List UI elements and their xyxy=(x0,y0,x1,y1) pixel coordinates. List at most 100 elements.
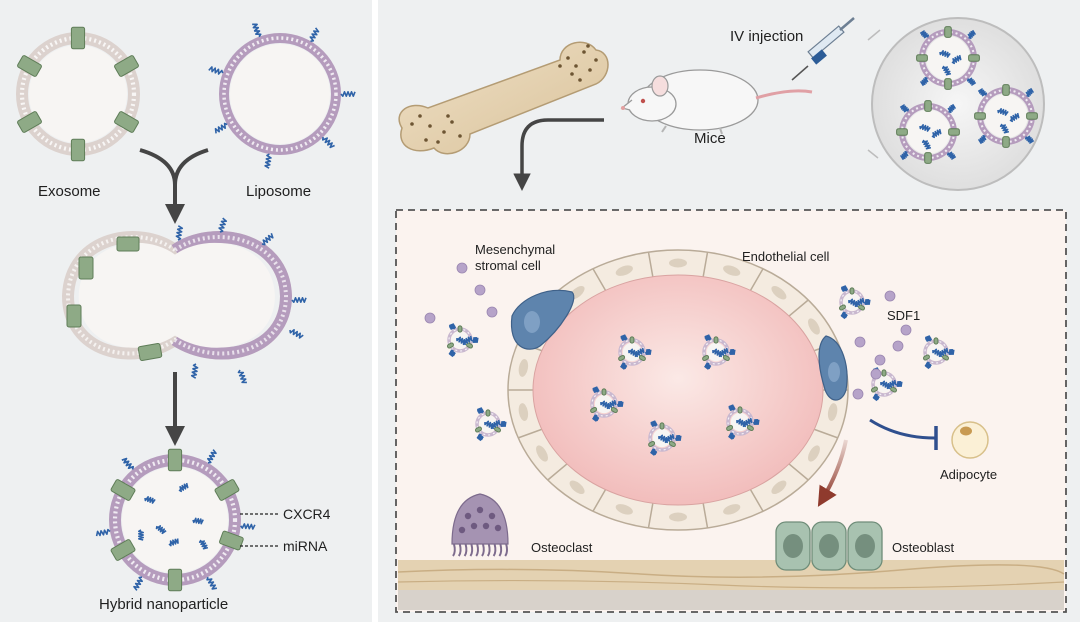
mirna-strand xyxy=(155,525,167,535)
cell-junction xyxy=(787,299,809,318)
sdf1-dot xyxy=(424,312,436,324)
mesenchymal-stromal-cell-left xyxy=(510,289,575,350)
ruffled-border xyxy=(492,543,497,557)
marrow-dot xyxy=(418,114,422,118)
fusing-membrane-icon xyxy=(61,217,307,384)
osteoclast-nucleus xyxy=(494,524,502,532)
cxcr4-protein xyxy=(114,55,139,77)
mirna-strand xyxy=(664,433,675,444)
mirna-strand xyxy=(948,349,955,355)
mirna-strand xyxy=(924,361,932,370)
cell-junction xyxy=(592,488,607,512)
mirna-strand xyxy=(864,299,871,305)
cxcr4-protein xyxy=(17,55,42,77)
cell-junction xyxy=(787,462,809,481)
mirna-strand xyxy=(237,369,247,384)
mirna-strand xyxy=(634,347,645,358)
mirna-strand xyxy=(946,151,957,160)
mirna-strand xyxy=(240,523,256,530)
osteoblast-nucleus xyxy=(819,534,839,558)
ruffled-border xyxy=(469,543,474,557)
endothelial-nucleus xyxy=(615,504,633,515)
mirna-strand xyxy=(261,233,274,246)
cxcr4-protein xyxy=(629,336,635,344)
mirna-strand xyxy=(704,334,712,341)
mirna-strand xyxy=(938,347,949,358)
mirna-strand xyxy=(617,401,624,407)
endothelial-nucleus xyxy=(827,403,838,421)
osteoclast-nucleus xyxy=(458,526,466,534)
mirna-label: miRNA xyxy=(283,538,328,554)
endothelial-nucleus xyxy=(808,318,820,335)
cxcr4-protein xyxy=(948,128,960,136)
cell-junction xyxy=(813,428,839,439)
endothelial-nucleus xyxy=(808,445,820,462)
mirna-strand xyxy=(1009,112,1020,123)
sdf1-dot xyxy=(852,388,864,400)
osteoclast-nucleus xyxy=(470,522,478,530)
endothelial-nucleus xyxy=(615,265,633,276)
cxcr4-protein xyxy=(466,342,474,349)
mirna-strand xyxy=(967,29,976,40)
cxcr4-label: CXCR4 xyxy=(283,506,331,522)
osteoblast-label: Osteoblast xyxy=(892,540,955,555)
sdf1-molecules xyxy=(424,262,912,400)
mirna-strand xyxy=(854,297,865,308)
mirna-strand xyxy=(920,76,929,87)
cxcr4-protein xyxy=(974,112,986,120)
osteogenic-differentiation-arrow xyxy=(817,439,848,507)
ruffled-border xyxy=(475,543,479,557)
ruffled-border xyxy=(486,543,491,557)
vessel-lumen xyxy=(532,274,824,506)
osteoclast-label: Osteoclast xyxy=(531,540,593,555)
mirna-strand xyxy=(840,311,848,320)
mirna-strand xyxy=(340,91,356,97)
marrow-dot xyxy=(558,64,562,68)
msc-right-nucleus xyxy=(828,362,840,382)
mirna-strand xyxy=(207,449,217,464)
ruffled-border xyxy=(498,543,503,557)
mirna-strand xyxy=(218,217,228,233)
mirna-strand xyxy=(728,432,736,440)
marrow-dot xyxy=(578,78,582,82)
cxcr4-protein xyxy=(737,406,743,414)
mirna-strand xyxy=(264,153,272,169)
mirna-strand xyxy=(675,435,682,441)
mirna-strand xyxy=(291,297,307,303)
cxcr4-protein xyxy=(1002,84,1010,96)
cell-junction xyxy=(702,251,709,278)
bone-floor xyxy=(397,560,1065,610)
marrow-dot xyxy=(436,140,440,144)
cxcr4-protein xyxy=(446,342,454,349)
mirna-strand xyxy=(728,404,736,411)
mirna-strand xyxy=(704,362,712,370)
mirna-strand xyxy=(840,285,848,292)
endothelial-nucleus xyxy=(569,480,585,495)
msc-label-line-1: Mesenchymal xyxy=(475,242,556,257)
ruffled-border xyxy=(463,543,468,557)
mirna-strand xyxy=(289,329,304,339)
cxcr4-protein xyxy=(838,304,846,311)
mirna-strand xyxy=(133,576,143,591)
ruffled-border xyxy=(481,543,485,557)
sdf1-dot xyxy=(884,290,896,302)
syringe-icon xyxy=(791,17,855,81)
mirna-strand xyxy=(448,323,456,330)
marrow-dot xyxy=(442,130,446,134)
cxcr4-protein xyxy=(17,111,42,133)
marrow-dot xyxy=(594,58,598,62)
marrow-dot xyxy=(450,120,454,124)
mirna-strand xyxy=(919,30,930,39)
mouse-icon xyxy=(620,69,813,135)
mirna-strand xyxy=(206,576,218,590)
cxcr4-protein xyxy=(924,152,932,164)
mirna-strand xyxy=(650,448,658,456)
cxcr4-protein xyxy=(702,354,710,362)
cxcr4-protein xyxy=(659,422,665,430)
cxcr4-protein xyxy=(924,100,932,112)
osteoblast-nucleus xyxy=(783,534,803,558)
cxcr4-protein xyxy=(726,424,734,432)
mirna-strand xyxy=(899,104,910,113)
mirna-strand xyxy=(95,528,111,537)
mirna-strand xyxy=(999,123,1010,134)
